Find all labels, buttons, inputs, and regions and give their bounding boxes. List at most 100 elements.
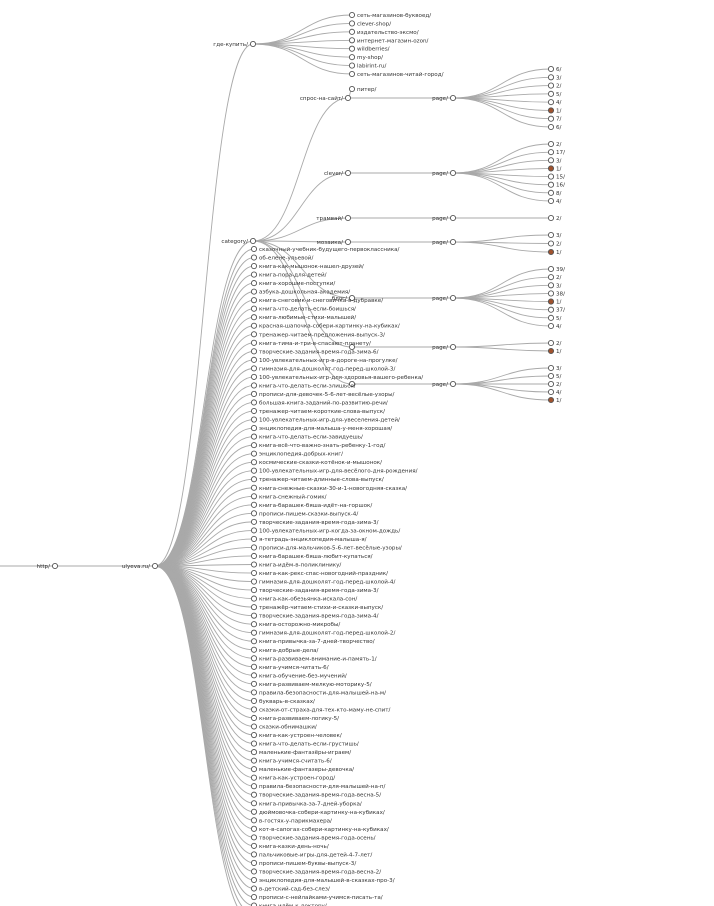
node-circle[interactable]: [449, 380, 457, 388]
node-circle[interactable]: [250, 757, 258, 764]
node-circle[interactable]: [344, 169, 352, 177]
tree-node[interactable]: маленькие-фантазёры-играем/: [250, 749, 351, 756]
node-circle[interactable]: [250, 254, 258, 261]
node-circle[interactable]: [250, 493, 258, 500]
tree-node[interactable]: сеть-магазинов-буквоед/: [348, 11, 431, 19]
tree-node[interactable]: мозаика/: [317, 238, 352, 246]
node-circle[interactable]: [250, 442, 258, 449]
node-circle[interactable]: [547, 231, 555, 239]
tree-node[interactable]: 8/: [547, 189, 562, 197]
node-circle[interactable]: [348, 380, 356, 388]
node-circle[interactable]: [547, 74, 555, 81]
tree-node[interactable]: книга-всё-что-важно-знать-ребенку-1-год/: [250, 442, 385, 450]
tree-node[interactable]: книга-привычка-за-7-дней-творчество/: [250, 638, 375, 645]
node-circle[interactable]: [547, 274, 555, 281]
node-circle[interactable]: [547, 339, 555, 347]
tree-node[interactable]: книга-что-делать-если-злишься/: [250, 382, 356, 390]
tree-node[interactable]: книга-идём-в-поликлинику/: [250, 561, 341, 569]
tree-node[interactable]: книга-что-делать-если-завидуешь/: [250, 433, 363, 441]
node-circle[interactable]: [250, 476, 258, 483]
tree-node[interactable]: 100-увлекательных-игр-в-дороге-на-прогул…: [250, 356, 398, 364]
node-circle[interactable]: [250, 373, 258, 380]
tree-node[interactable]: 3/: [547, 282, 562, 290]
tree-node[interactable]: где-купить/: [213, 40, 257, 48]
node-circle[interactable]: [250, 706, 258, 713]
tree-node[interactable]: my-shop/: [348, 54, 383, 62]
node-circle[interactable]: [250, 655, 258, 662]
tree-node[interactable]: сказки-обнимашки/: [250, 723, 317, 731]
node-circle[interactable]: [250, 280, 258, 287]
node-circle[interactable]: [547, 189, 555, 196]
tree-node[interactable]: 2/: [547, 274, 562, 282]
tree-node[interactable]: книга-добрые-дела/: [250, 646, 319, 654]
node-circle[interactable]: [547, 282, 555, 289]
node-circle[interactable]: [547, 380, 555, 388]
tree-node[interactable]: гимназия-для-дошколят-год-перед-школой-2…: [250, 629, 395, 637]
node-circle[interactable]: [250, 390, 258, 398]
node-circle[interactable]: [250, 646, 258, 653]
node-circle[interactable]: [250, 544, 258, 551]
tree-node[interactable]: 3/: [547, 74, 562, 82]
tree-node[interactable]: книга-как-устроен-человек/: [250, 731, 342, 739]
tree-node[interactable]: книга-снежный-гомик/: [250, 493, 327, 500]
node-circle[interactable]: [348, 28, 356, 35]
node-circle[interactable]: [250, 604, 258, 611]
node-circle[interactable]: [250, 365, 258, 372]
tree-node[interactable]: 2/: [547, 82, 562, 90]
node-circle[interactable]: [547, 364, 555, 372]
node-circle[interactable]: [344, 238, 352, 246]
node-circle[interactable]: [250, 501, 258, 508]
tree-node[interactable]: сеть-магазинов-читай-город/: [348, 70, 444, 78]
tree-node[interactable]: 2/: [547, 380, 562, 388]
tree-node[interactable]: творческие-задания-время-года-зима-4/: [250, 612, 379, 620]
tree-node[interactable]: 15/: [547, 173, 565, 181]
node-circle[interactable]: [250, 672, 258, 679]
tree-node[interactable]: книга-учимся-читать-6/: [250, 663, 329, 671]
tree-node[interactable]: wildberries/: [348, 45, 390, 53]
node-circle[interactable]: [348, 37, 356, 44]
tree-node[interactable]: букварь-в-сказках/: [250, 697, 315, 705]
collapsed-node-circle[interactable]: [547, 347, 555, 355]
tree-node[interactable]: 1/: [547, 347, 562, 355]
node-circle[interactable]: [250, 825, 258, 832]
node-circle[interactable]: [250, 851, 258, 858]
tree-node[interactable]: азбука-дошкольная-академия/: [250, 288, 350, 296]
tree-node[interactable]: кот-в-сапогах-собери-картинку-на-кубиках…: [250, 825, 389, 833]
node-circle[interactable]: [250, 612, 258, 619]
tree-node[interactable]: тренажер-читаем-длинные-слова-выпуск/: [250, 476, 384, 484]
tree-node[interactable]: правила-безопасности-для-малышей-на-м/: [250, 689, 386, 696]
node-circle[interactable]: [547, 290, 555, 297]
node-circle[interactable]: [250, 561, 258, 568]
node-circle[interactable]: [250, 714, 258, 722]
node-circle[interactable]: [250, 894, 258, 901]
node-circle[interactable]: [344, 94, 352, 102]
tree-node[interactable]: прописи-пишем-буквы-выпуск-3/: [250, 859, 356, 867]
tree-node[interactable]: дюймовочка-собери-картинку-на-кубиках/: [250, 808, 385, 816]
node-circle[interactable]: [250, 621, 258, 628]
tree-node[interactable]: об-елене-ульевой/: [250, 254, 313, 262]
node-circle[interactable]: [250, 263, 258, 270]
node-circle[interactable]: [250, 425, 258, 432]
tree-node[interactable]: page/: [432, 343, 457, 351]
node-circle[interactable]: [547, 181, 555, 188]
node-circle[interactable]: [250, 697, 258, 704]
tree-node[interactable]: гимназия-для-дошколят-год-перед-школой-4…: [250, 578, 395, 586]
node-circle[interactable]: [547, 99, 555, 106]
tree-node[interactable]: спрос-на-сайт/: [300, 94, 352, 102]
node-circle[interactable]: [449, 343, 457, 351]
node-circle[interactable]: [250, 297, 258, 304]
tree-node[interactable]: 1/: [547, 248, 562, 256]
tree-node[interactable]: издательство-эксмо/: [348, 28, 419, 36]
tree-node[interactable]: в-гостях-у-парикмахера/: [250, 817, 332, 825]
tree-node[interactable]: большая-книга-заданий-по-развитию-речи/: [250, 399, 388, 406]
node-circle[interactable]: [547, 322, 555, 330]
tree-node[interactable]: тренажер-читаем-короткие-слова-выпуск/: [250, 407, 385, 415]
tree-node[interactable]: энциклопедия-добрых-книг/: [250, 450, 343, 458]
node-circle[interactable]: [250, 467, 258, 474]
tree-node[interactable]: я-тетрадь-энциклопедия-малыша-я/: [250, 535, 367, 543]
node-circle[interactable]: [250, 450, 258, 457]
node-circle[interactable]: [250, 723, 258, 730]
node-circle[interactable]: [250, 876, 258, 884]
node-circle[interactable]: [250, 885, 258, 892]
tree-node[interactable]: 2/: [547, 240, 562, 248]
